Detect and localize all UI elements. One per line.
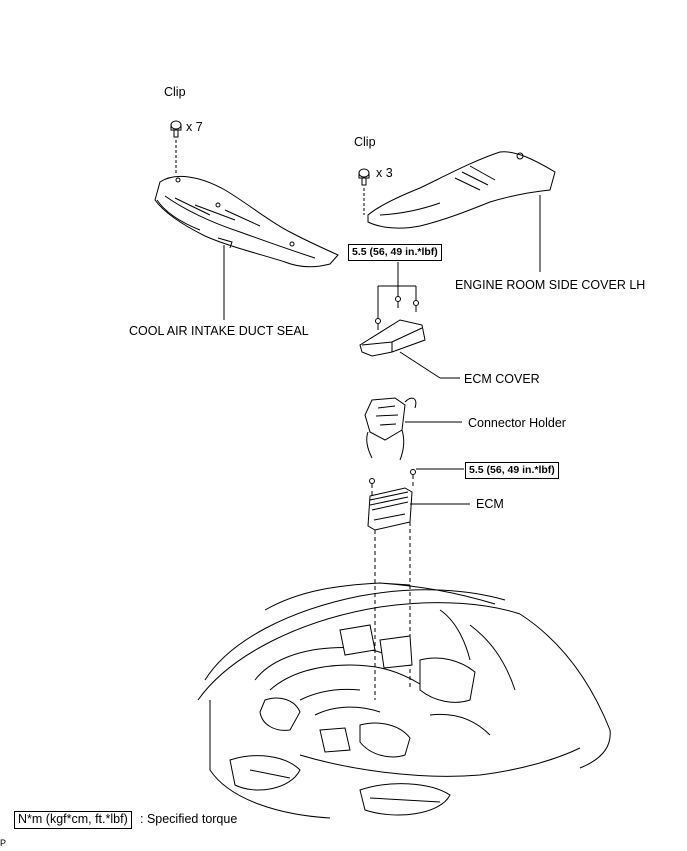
ecm-cover-bolt-leaders (376, 262, 419, 330)
clip-left-qty: x 7 (186, 120, 203, 134)
connector-holder-label: Connector Holder (468, 416, 566, 430)
clip-right-qty: x 3 (376, 166, 393, 180)
engine-room-side-cover-label: ENGINE ROOM SIDE COVER LH (455, 278, 646, 292)
legend-description: : Specified torque (140, 812, 238, 826)
cool-air-intake-duct-seal-label: COOL AIR INTAKE DUCT SEAL (129, 324, 309, 338)
vehicle-engine-bay-drawing (198, 583, 610, 818)
ecm-cover-torque-spec: 5.5 (56, 49 in.*lbf) (348, 244, 442, 261)
ecm-torque-spec: 5.5 (56, 49 in.*lbf) (465, 462, 559, 479)
ecm-label: ECM (476, 497, 504, 511)
connector-holder-drawing (365, 398, 416, 460)
clip-right-icon (359, 169, 369, 185)
ecm-cover-label: ECM COVER (464, 372, 540, 386)
clip-right-label: Clip (354, 135, 376, 149)
ecm-cover-drawing (360, 320, 425, 356)
ecm-cover-leader (400, 352, 440, 378)
clip-left-icon (171, 121, 181, 137)
ecm-drawing (368, 488, 412, 530)
engine-room-side-cover-drawing (368, 152, 555, 228)
legend-torque-unit: N*m (kgf*cm, ft.*lbf) (14, 811, 132, 829)
cool-air-intake-duct-seal-drawing (155, 176, 338, 266)
ecm-nut-left (370, 479, 375, 484)
clip-left-label: Clip (164, 85, 186, 99)
ecm-nut-right (411, 470, 416, 475)
corner-mark: P (0, 838, 7, 848)
